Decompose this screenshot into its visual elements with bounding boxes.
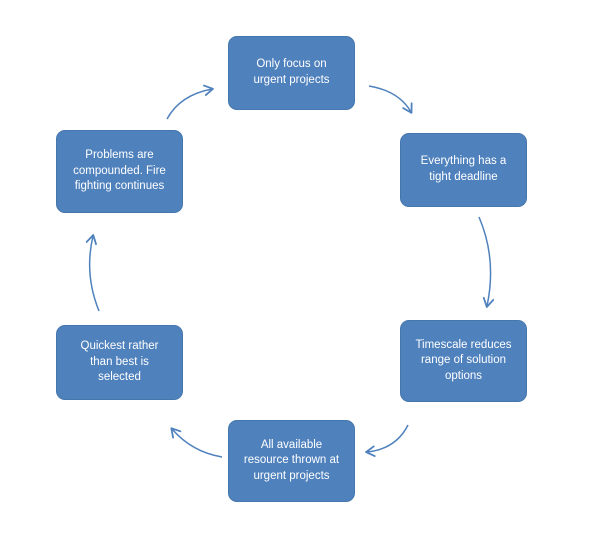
node-only-focus-urgent: Only focus on urgent projects bbox=[228, 36, 355, 110]
node-label: Problems are compounded. Fire fighting c… bbox=[73, 149, 166, 193]
arrow-top-to-right-upper bbox=[368, 85, 413, 114]
node-timescale-reduces: Timescale reduces range of solution opti… bbox=[400, 320, 527, 402]
node-tight-deadline: Everything has a tight deadline bbox=[400, 133, 527, 207]
node-label: Only focus on urgent projects bbox=[253, 58, 330, 86]
arrow-right-lower-to-bottom bbox=[365, 424, 409, 457]
node-problems-compounded: Problems are compounded. Fire fighting c… bbox=[56, 130, 183, 213]
arrow-left-upper-to-top bbox=[166, 84, 214, 120]
node-label: Everything has a tight deadline bbox=[420, 155, 507, 183]
arrow-right-upper-to-right-lower bbox=[478, 216, 495, 308]
node-label: All available resource thrown at urgent … bbox=[243, 438, 340, 482]
node-label: Timescale reduces range of solution opti… bbox=[415, 338, 512, 382]
node-label: Quickest rather than best is selected bbox=[80, 340, 159, 384]
arrow-bottom-to-left-lower bbox=[170, 427, 223, 458]
arrow-left-lower-to-left-upper bbox=[85, 234, 100, 312]
node-all-resource-thrown: All available resource thrown at urgent … bbox=[228, 420, 355, 502]
node-quickest-selected: Quickest rather than best is selected bbox=[56, 325, 183, 400]
